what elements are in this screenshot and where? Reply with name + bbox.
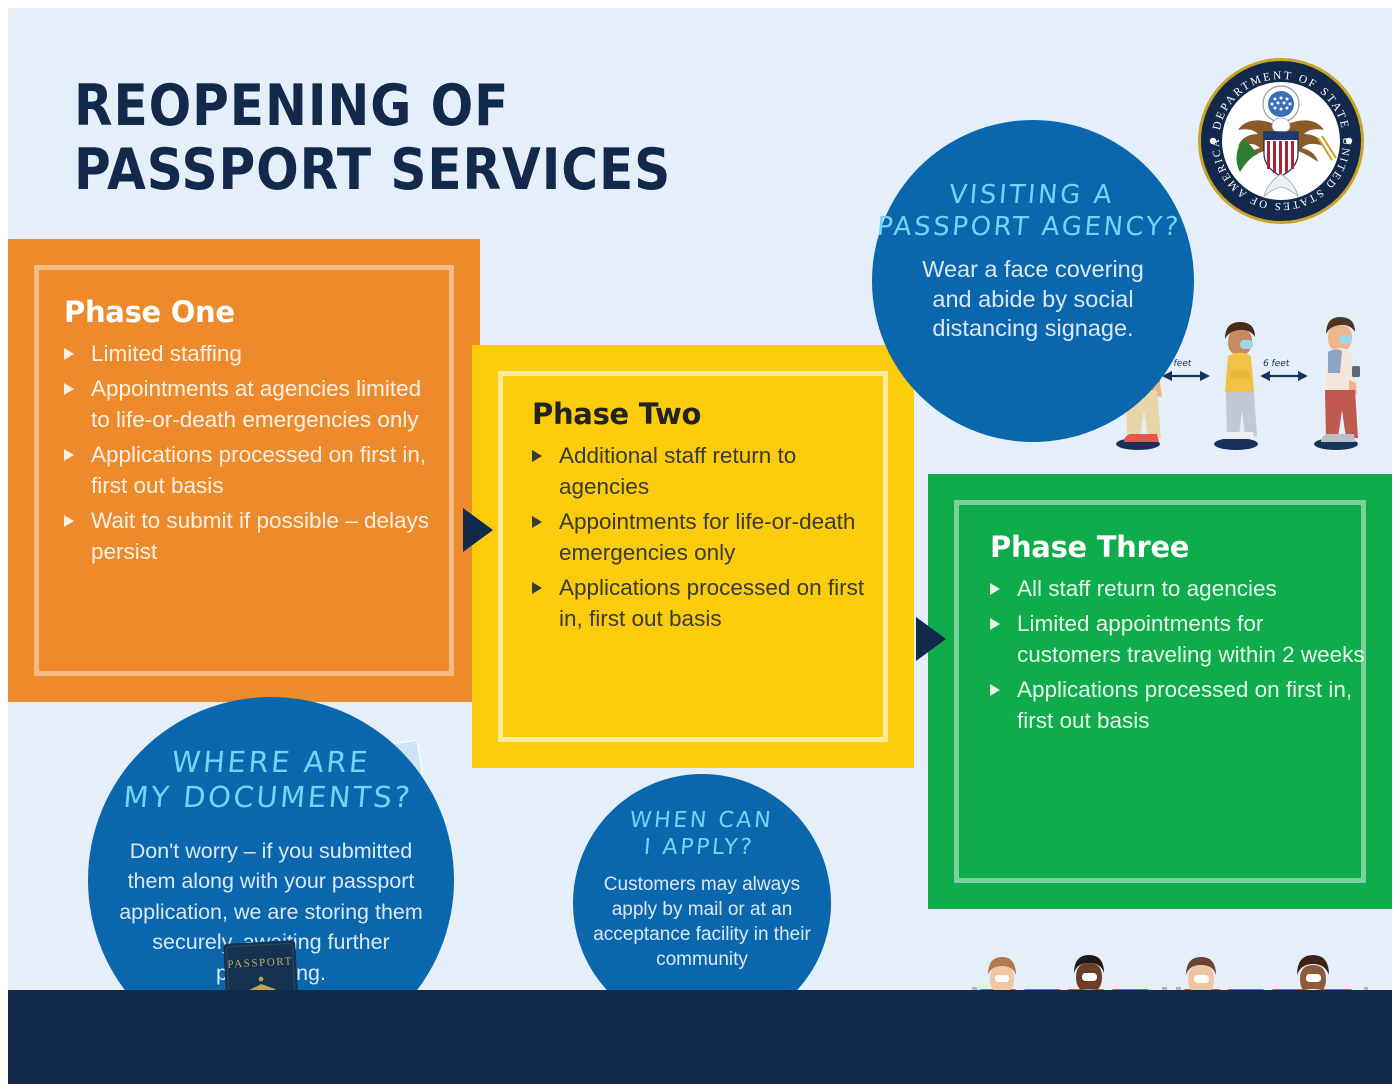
distancing-person-3: [1314, 317, 1360, 450]
triangle-bullet-icon: [532, 516, 542, 528]
bullet-text: All staff return to agencies: [1017, 576, 1277, 601]
bullet-text: Applications processed on first in, firs…: [91, 442, 427, 498]
list-item: Applications processed on first in, firs…: [990, 674, 1368, 736]
distancing-person-2: [1214, 322, 1258, 450]
phase-one-frame: [34, 265, 454, 676]
callout-documents-heading-line-2: MY DOCUMENTS?: [121, 780, 414, 815]
callout-apply-heading: WHEN CAN I APPLY?: [626, 774, 777, 862]
bullet-text: Limited appointments for customers trave…: [1017, 611, 1365, 667]
list-item: Limited appointments for customers trave…: [990, 608, 1368, 670]
triangle-bullet-icon: [990, 684, 1000, 696]
callout-apply-heading-line-2: I APPLY?: [643, 834, 756, 860]
callout-visiting-body: Wear a face covering and abide by social…: [922, 256, 1144, 341]
bullet-text: Applications processed on first in, firs…: [1017, 677, 1353, 733]
phase-three-panel: Phase Three All staff return to agencies…: [928, 474, 1392, 909]
list-item: Applications processed on first in, firs…: [532, 572, 874, 634]
bullet-text: Applications processed on first in, firs…: [559, 575, 865, 631]
list-item: Applications processed on first in, firs…: [64, 439, 440, 501]
list-item: Appointments at agencies limited to life…: [64, 373, 440, 435]
callout-visiting-agency: VISITING A PASSPORT AGENCY? Wear a face …: [872, 120, 1194, 442]
triangle-bullet-icon: [64, 515, 74, 527]
callout-documents-heading-line-1: WHERE ARE: [169, 745, 372, 779]
footer-bar: [8, 990, 1392, 1084]
distance-label-2: 6 feet: [1262, 359, 1290, 369]
triangle-bullet-icon: [532, 582, 542, 594]
phase-one-title: Phase One: [64, 295, 235, 329]
callout-documents-heading: WHERE ARE MY DOCUMENTS?: [121, 697, 420, 816]
triangle-bullet-icon: [532, 450, 542, 462]
arrow-phase-two-to-three-icon: [916, 617, 946, 661]
phase-three-title: Phase Three: [990, 530, 1190, 564]
callout-apply-heading-line-1: WHEN CAN: [629, 808, 775, 833]
distance-label-1: 6 feet: [1164, 359, 1192, 369]
bullet-text: Wait to submit if possible – delays pers…: [91, 508, 430, 564]
phase-two-frame: [498, 371, 888, 742]
list-item: Wait to submit if possible – delays pers…: [64, 505, 440, 567]
list-item: Limited staffing: [64, 338, 440, 369]
department-of-state-seal: DEPARTMENT OF STATE UNITED STATES OF AME…: [1196, 56, 1366, 226]
phase-one-panel: Phase One Limited staffing Appointments …: [8, 239, 480, 878]
list-item: All staff return to agencies: [990, 573, 1368, 604]
title-line-2: PASSPORT SERVICES: [74, 137, 672, 203]
arrow-phase-one-to-two-icon: [463, 508, 493, 552]
callout-visiting-heading-line-2: PASSPORT AGENCY?: [875, 211, 1183, 242]
callout-when-apply: WHEN CAN I APPLY? Customers may always a…: [573, 774, 831, 1032]
bullet-text: Appointments for life-or-death emergenci…: [559, 509, 856, 565]
infographic-page: REOPENING OF PASSPORT SERVICES DEPARTMEN…: [8, 8, 1392, 1084]
passport-cover-text: PASSPORT: [227, 955, 293, 970]
phase-three-bullet-list: All staff return to agencies Limited app…: [990, 573, 1368, 736]
callout-apply-body: Customers may always apply by mail or at…: [593, 873, 811, 971]
title-line-1: REOPENING OF: [74, 73, 510, 139]
phase-two-title: Phase Two: [532, 397, 702, 431]
callout-visiting-heading-line-1: VISITING A: [948, 180, 1116, 210]
list-item: Appointments for life-or-death emergenci…: [532, 506, 874, 568]
bullet-text: Additional staff return to agencies: [559, 443, 797, 499]
triangle-bullet-icon: [990, 618, 1000, 630]
callout-visiting-heading: VISITING A PASSPORT AGENCY?: [876, 120, 1190, 243]
triangle-bullet-icon: [64, 348, 74, 360]
triangle-bullet-icon: [990, 583, 1000, 595]
phase-two-panel: Phase Two Additional staff return to age…: [472, 345, 1369, 1084]
bullet-text: Appointments at agencies limited to life…: [91, 376, 422, 432]
page-title: REOPENING OF PASSPORT SERVICES: [74, 74, 743, 202]
phase-three-frame: [954, 500, 1366, 883]
list-item: Additional staff return to agencies: [532, 440, 874, 502]
phase-two-bullet-list: Additional staff return to agencies Appo…: [532, 440, 874, 634]
triangle-bullet-icon: [64, 383, 74, 395]
triangle-bullet-icon: [64, 449, 74, 461]
phase-one-bullet-list: Limited staffing Appointments at agencie…: [64, 338, 440, 567]
bullet-text: Limited staffing: [91, 341, 242, 366]
